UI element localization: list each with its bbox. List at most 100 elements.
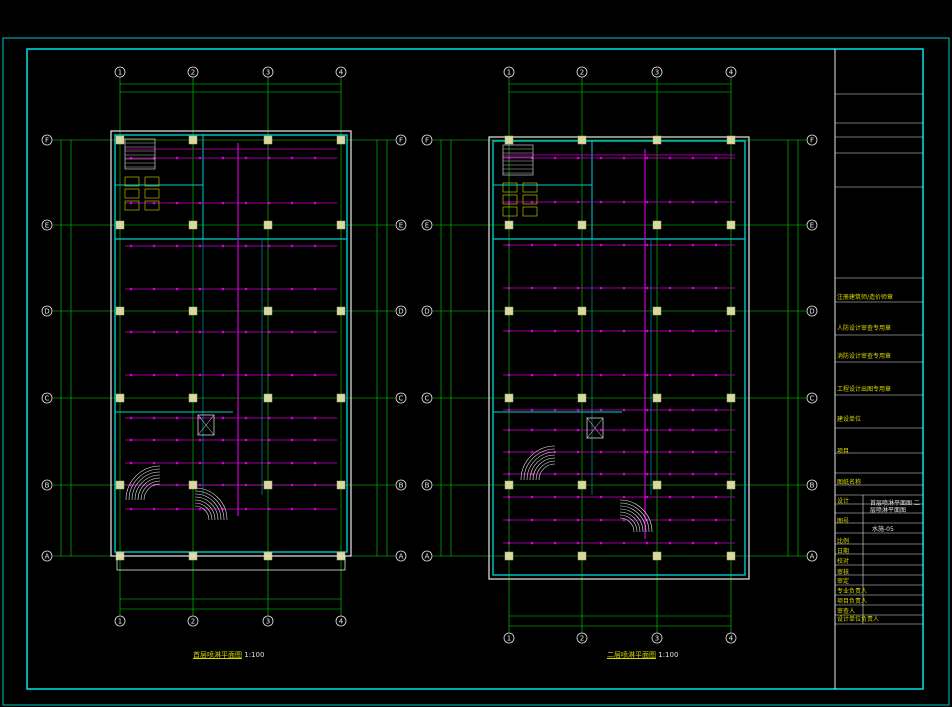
- sprinkler-head: [714, 472, 718, 476]
- sprinkler-head: [645, 450, 649, 454]
- sprinkler-head: [576, 450, 580, 454]
- sprinkler-head: [175, 373, 179, 377]
- sprinkler-head: [622, 518, 626, 522]
- sprinkler-head: [576, 373, 580, 377]
- sprinkler-head: [244, 373, 248, 377]
- sprinkler-head: [313, 201, 317, 205]
- axis-label-D: D: [809, 308, 814, 316]
- sprinkler-head: [691, 495, 695, 499]
- sprinkler-head: [576, 541, 580, 545]
- structural-column: [577, 135, 587, 145]
- plan-scale-second: 1:100: [658, 651, 679, 659]
- sprinkler-head: [691, 243, 695, 247]
- sprinkler-head: [576, 286, 580, 290]
- stair-tread: [143, 483, 161, 501]
- sprinkler-head: [645, 408, 649, 412]
- axis-label-E: E: [399, 222, 403, 230]
- sprinkler-head: [553, 329, 557, 333]
- sprinkler-head: [691, 156, 695, 160]
- sprinkler-head: [691, 518, 695, 522]
- sprinkler-head: [668, 450, 672, 454]
- axis-label-4: 4: [339, 618, 344, 626]
- axis-bubble-1: [503, 632, 515, 644]
- sprinkler-head: [507, 541, 511, 545]
- sprinkler-head: [175, 244, 179, 248]
- stair-tread: [526, 451, 556, 481]
- toilet-fixture: [124, 200, 140, 211]
- sprinkler-head: [714, 408, 718, 412]
- sprinkler-head: [290, 287, 294, 291]
- axis-label-B: B: [45, 482, 50, 490]
- sprinkler-head: [668, 408, 672, 412]
- sprinkler-head: [267, 201, 271, 205]
- sprinkler-head: [553, 243, 557, 247]
- sprinkler-head: [553, 200, 557, 204]
- sprinkler-head: [530, 286, 534, 290]
- sprinkler-head: [599, 329, 603, 333]
- sprinkler-head: [221, 201, 225, 205]
- title-block-label: 专业负责人: [837, 588, 868, 595]
- structural-column: [263, 135, 273, 145]
- title-block-label: 消防设计审查专用章: [837, 353, 892, 360]
- sprinkler-head: [668, 329, 672, 333]
- toilet-fixture: [502, 182, 518, 193]
- sprinkler-head: [691, 541, 695, 545]
- axis-label-E: E: [425, 222, 429, 230]
- toilet-fixture: [124, 188, 140, 199]
- axis-bubble-C: [41, 392, 53, 404]
- sprinkler-head: [622, 428, 626, 432]
- structural-column: [504, 393, 514, 403]
- structural-column: [188, 480, 198, 490]
- sprinkler-head: [622, 200, 626, 204]
- sprinkler-head: [553, 408, 557, 412]
- sprinkler-head: [507, 408, 511, 412]
- sprinkler-head: [691, 286, 695, 290]
- sprinkler-head: [645, 329, 649, 333]
- stair-tread: [619, 511, 641, 533]
- sprinkler-head: [507, 200, 511, 204]
- sprinkler-head: [290, 201, 294, 205]
- sprinkler-head: [691, 450, 695, 454]
- axis-label-F: F: [399, 137, 403, 145]
- sprinkler-head: [313, 156, 317, 160]
- sprinkler-head: [645, 373, 649, 377]
- sprinkler-head: [668, 243, 672, 247]
- stairwell: [502, 144, 534, 176]
- structural-column: [577, 393, 587, 403]
- sprinkler-head: [267, 156, 271, 160]
- structural-column: [263, 306, 273, 316]
- stair-tread: [619, 514, 638, 533]
- stair-tread: [532, 457, 556, 481]
- structural-column: [726, 551, 736, 561]
- axis-label-F: F: [425, 137, 429, 145]
- sprinkler-head: [714, 495, 718, 499]
- toilet-fixture: [522, 206, 538, 217]
- structural-column: [577, 480, 587, 490]
- axis-bubble-A: [421, 550, 433, 562]
- axis-label-C: C: [425, 395, 430, 403]
- sprinkler-head: [244, 287, 248, 291]
- toilet-fixture: [124, 176, 140, 187]
- axis-label-D: D: [44, 308, 49, 316]
- axis-label-1: 1: [118, 69, 122, 77]
- exterior-wall: [488, 136, 750, 580]
- sprinkler-head: [313, 287, 317, 291]
- sprinkler-head: [198, 244, 202, 248]
- sprinkler-head: [599, 156, 603, 160]
- sprinkler-head: [714, 518, 718, 522]
- title-block-label: 比例: [837, 538, 850, 545]
- sprinkler-head: [244, 438, 248, 442]
- sprinkler-head: [152, 461, 156, 465]
- sprinkler-head: [152, 201, 156, 205]
- sprinkler-head: [313, 438, 317, 442]
- sprinkler-head: [221, 416, 225, 420]
- sprinkler-head: [198, 330, 202, 334]
- sprinkler-head: [129, 507, 133, 511]
- title-block-label: 人防设计审查专用章: [837, 325, 892, 332]
- axis-label-B: B: [810, 482, 815, 490]
- axis-bubble-B: [395, 479, 407, 491]
- sprinkler-head: [221, 287, 225, 291]
- stair-tread: [128, 468, 161, 501]
- stair-tread: [520, 445, 556, 481]
- axis-bubble-1: [114, 615, 126, 627]
